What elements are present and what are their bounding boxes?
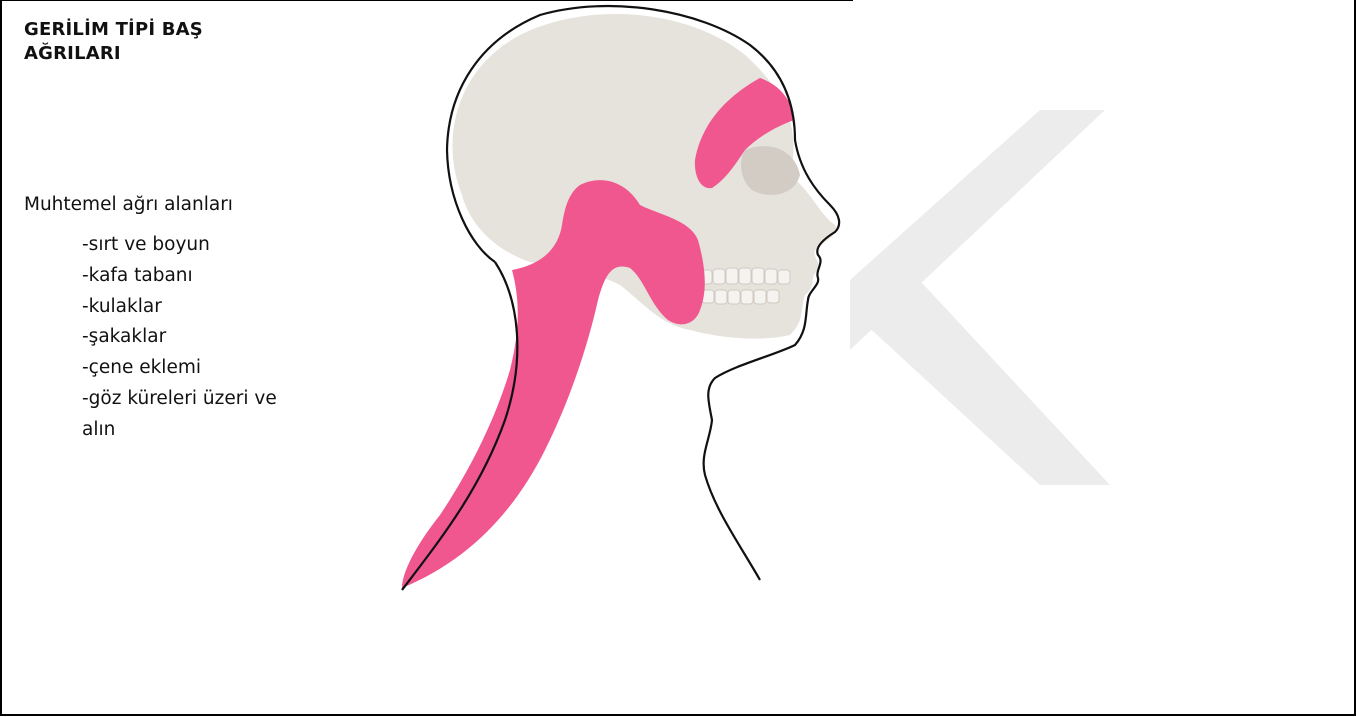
head-pain-diagram bbox=[390, 0, 860, 600]
frame-top-gap bbox=[853, 0, 1354, 3]
pain-areas-title: Muhtemel ağrı alanları bbox=[24, 194, 233, 215]
pain-areas-list: -sırt ve boyun -kafa tabanı -kulaklar -ş… bbox=[82, 230, 382, 446]
list-item: -kulaklar bbox=[82, 292, 382, 323]
watermark-k-logo bbox=[850, 110, 1110, 490]
page-title: GERİLİM TİPİ BAŞ AĞRILARI bbox=[24, 18, 324, 66]
list-item: -göz küreleri üzeri ve bbox=[82, 384, 382, 415]
list-item: -sırt ve boyun bbox=[82, 230, 382, 261]
title-line-2: AĞRILARI bbox=[24, 42, 324, 66]
list-item: -kafa tabanı bbox=[82, 261, 382, 292]
list-item: -şakaklar bbox=[82, 322, 382, 353]
title-line-1: GERİLİM TİPİ BAŞ bbox=[24, 18, 324, 42]
list-item: -çene eklemi bbox=[82, 353, 382, 384]
list-item: alın bbox=[82, 415, 382, 446]
